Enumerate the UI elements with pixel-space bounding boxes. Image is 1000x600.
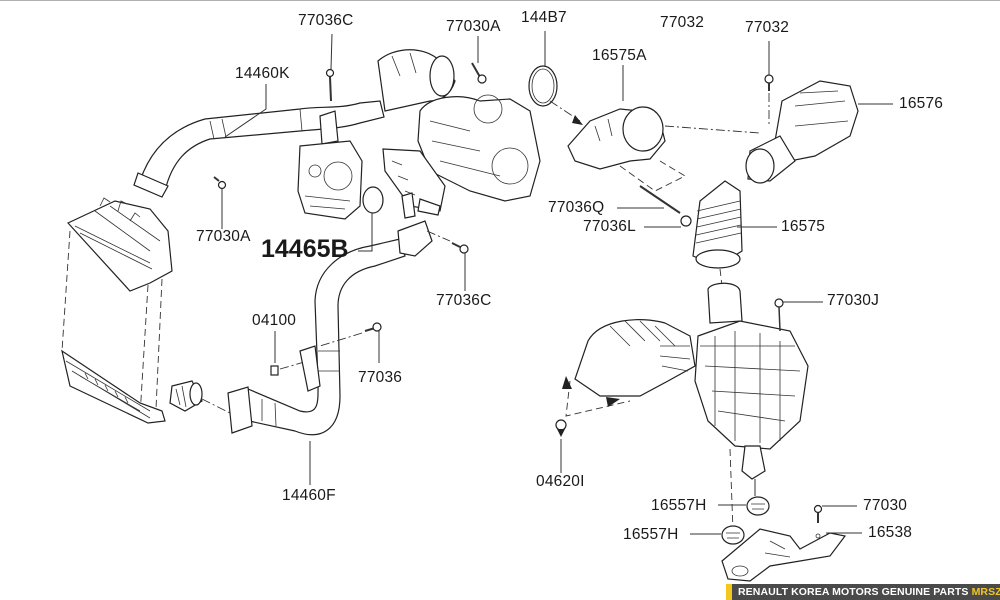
rubber-mount-16557H-a[interactable] — [746, 496, 770, 516]
callout-77030[interactable]: 77030 — [863, 497, 908, 514]
intake-duct-16575A[interactable] — [567, 106, 761, 192]
bolt-77036C-mid[interactable] — [451, 242, 469, 254]
stud-77036Q[interactable] — [639, 185, 681, 214]
nut-77036L[interactable] — [680, 215, 692, 227]
callout-04100[interactable]: 04100 — [252, 312, 297, 329]
callout-77030A-mid[interactable]: 77030A — [196, 228, 251, 245]
bracket-16538[interactable] — [721, 528, 847, 582]
hose-14460F[interactable] — [227, 192, 451, 436]
rubber-mount-16557H-b[interactable] — [721, 525, 745, 545]
callout-16557H-a[interactable]: 16557H — [651, 497, 707, 514]
callout-16575A[interactable]: 16575A — [592, 47, 647, 64]
screw-77032[interactable] — [764, 74, 774, 126]
callout-77030J[interactable]: 77030J — [827, 292, 880, 309]
hose-14460K[interactable] — [133, 49, 456, 198]
callout-77032-a[interactable]: 77032 — [660, 14, 705, 31]
air-cleaner-box[interactable] — [562, 282, 809, 532]
bolt-77036[interactable] — [319, 322, 382, 347]
footer-watermark: RENAULT KOREA MOTORS GENUINE PARTS MRSZO… — [726, 584, 1000, 600]
bellows-hose-16575[interactable] — [692, 180, 743, 287]
callout-77036C-top[interactable]: 77036C — [298, 12, 354, 29]
callout-14460F[interactable]: 14460F — [282, 487, 336, 504]
callout-77036C-mid[interactable]: 77036C — [436, 292, 492, 309]
callout-77036L[interactable]: 77036L — [583, 218, 636, 235]
resonator-16576[interactable] — [745, 80, 859, 184]
intercooler-coupler[interactable] — [169, 380, 231, 414]
bolt-77036C-top[interactable] — [325, 68, 335, 102]
turbocharger[interactable] — [382, 94, 541, 212]
clip-04100[interactable] — [270, 345, 321, 392]
callout-77036Q[interactable]: 77036Q — [548, 199, 605, 216]
clip-04620I[interactable] — [555, 419, 567, 437]
callout-77036[interactable]: 77036 — [358, 369, 403, 386]
gasket-14465B — [362, 186, 384, 214]
bolt-77030A-top[interactable] — [471, 62, 487, 84]
callout-16557H-b[interactable]: 16557H — [623, 526, 679, 543]
callout-16576[interactable]: 16576 — [899, 95, 944, 112]
bolt-77030J[interactable] — [774, 298, 784, 332]
bolt-77030A-mid[interactable] — [213, 176, 227, 190]
footer-brand: MRSZONE — [971, 586, 1000, 598]
callout-16538[interactable]: 16538 — [868, 524, 913, 541]
callout-16575[interactable]: 16575 — [781, 218, 826, 235]
intercooler[interactable] — [61, 197, 173, 424]
callout-144B7[interactable]: 144B7 — [521, 9, 567, 26]
callout-77030A-top[interactable]: 77030A — [446, 18, 501, 35]
callout-77032-b[interactable]: 77032 — [745, 19, 790, 36]
gasket-ring-144B7[interactable] — [528, 65, 583, 125]
throttle-body[interactable] — [297, 140, 384, 220]
callout-14465B[interactable]: 14465B — [261, 235, 349, 263]
leader-lines — [221, 31, 893, 535]
callout-14460K[interactable]: 14460K — [235, 65, 290, 82]
bolt-77030[interactable] — [813, 504, 823, 524]
callout-04620I[interactable]: 04620I — [536, 473, 585, 490]
footer-text: RENAULT KOREA MOTORS GENUINE PARTS — [738, 586, 969, 598]
